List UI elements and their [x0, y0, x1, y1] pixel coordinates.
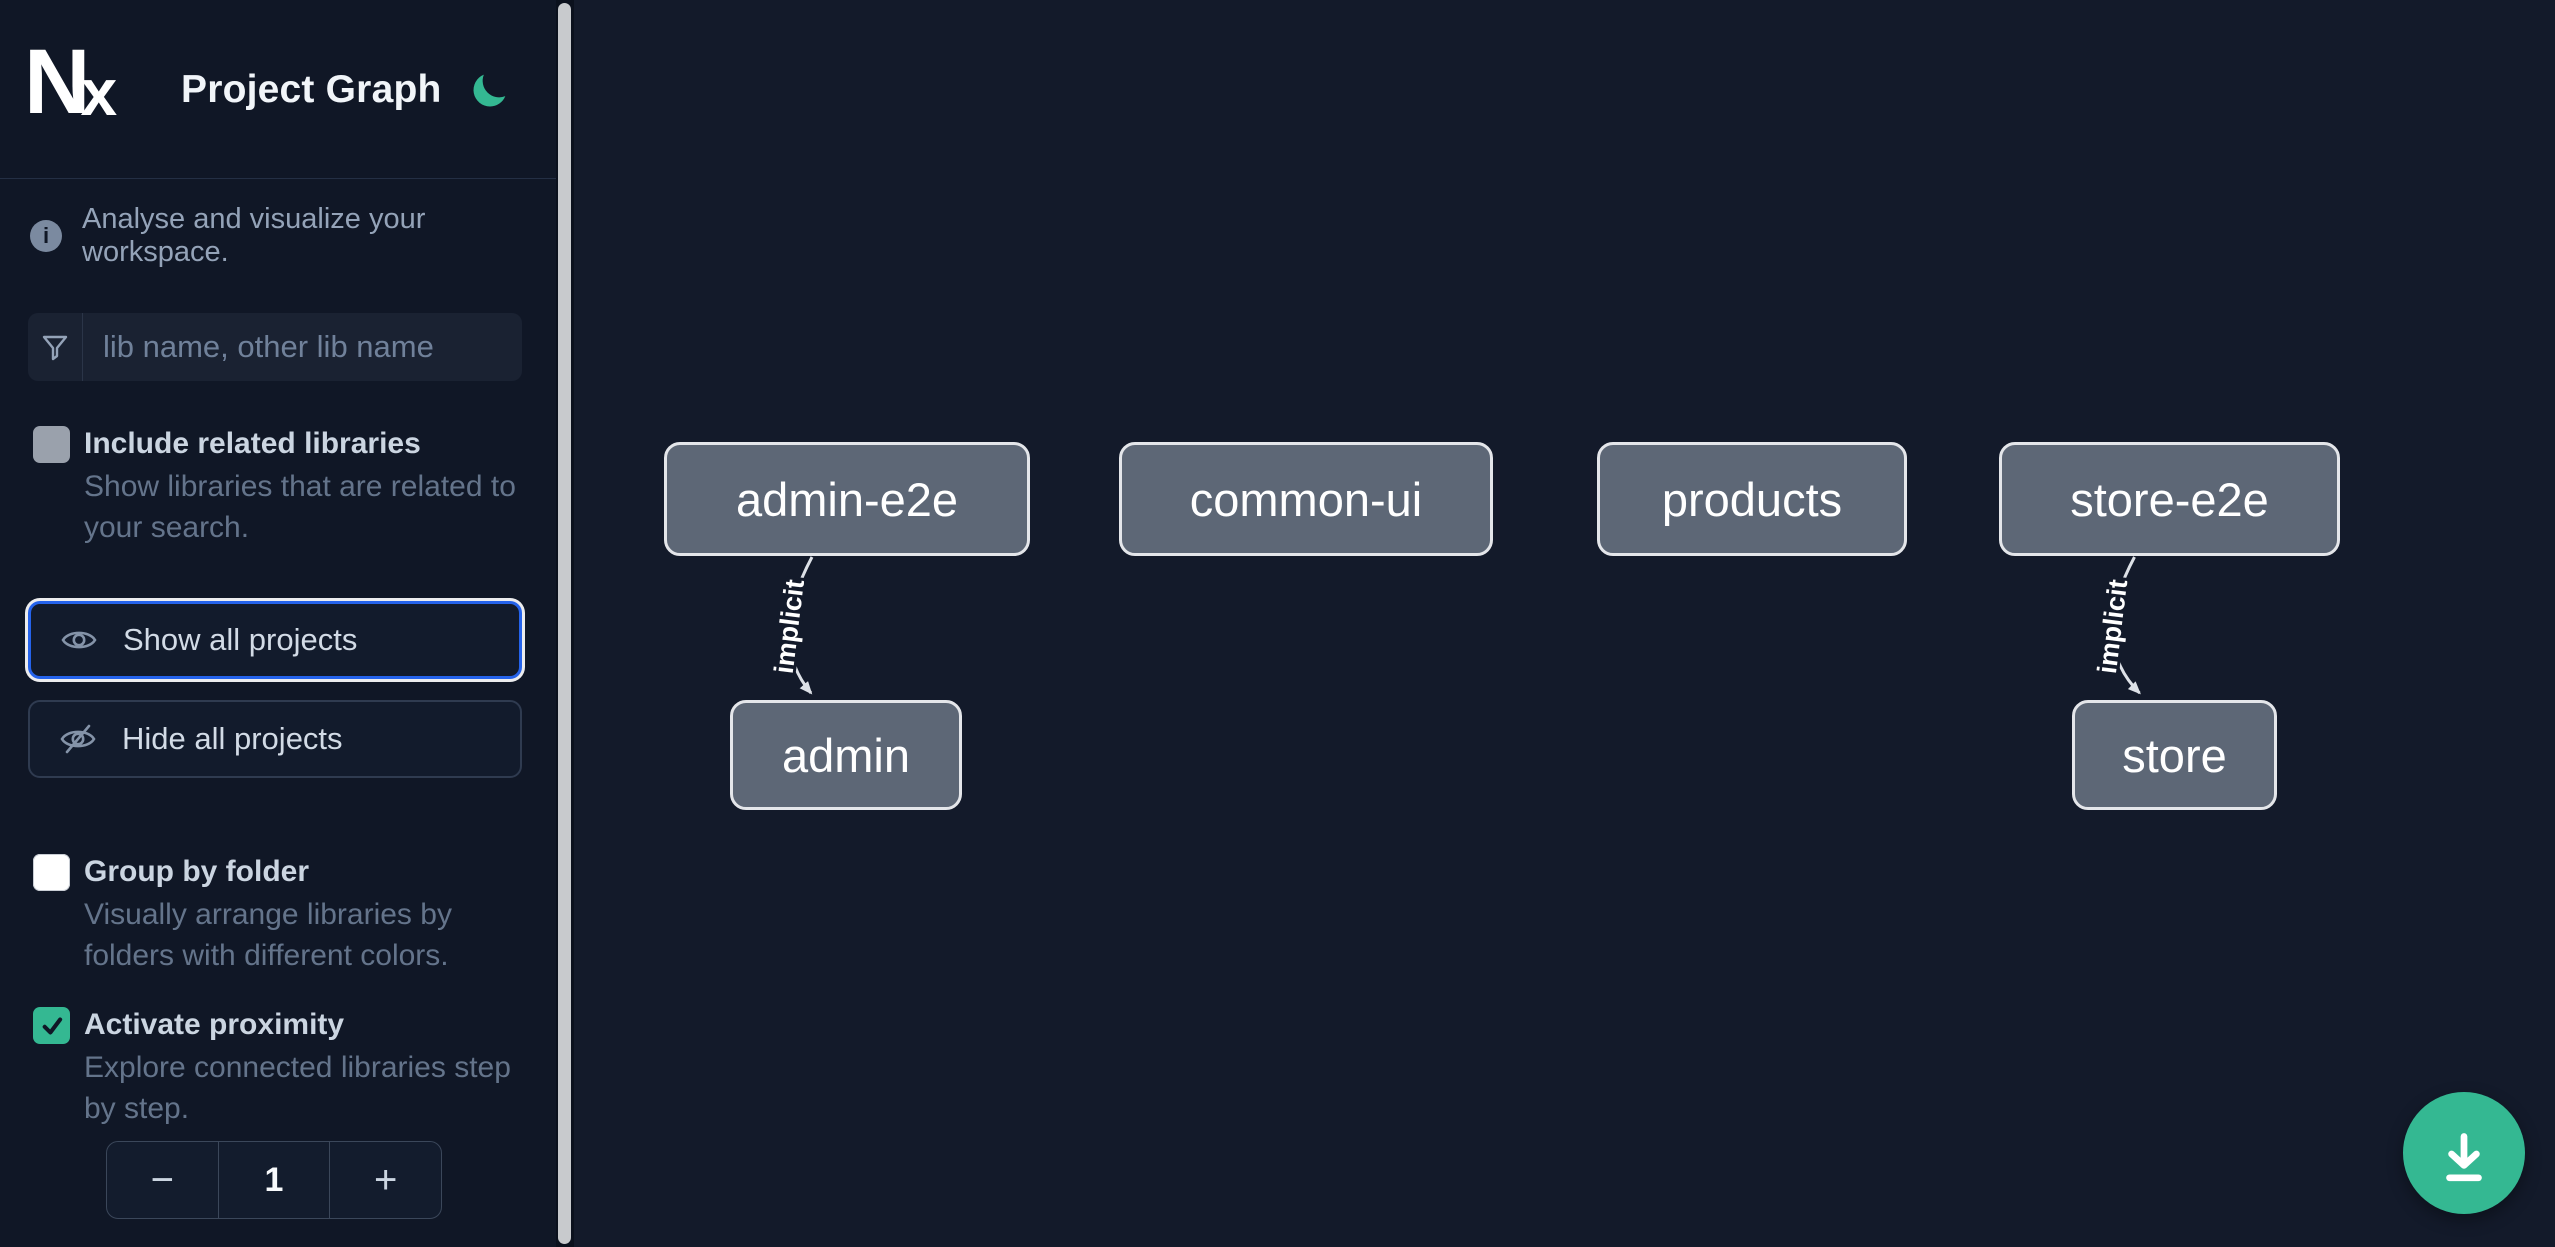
toggle-description: Explore connected libraries step by step… — [84, 1051, 511, 1125]
include-related-checkbox[interactable] — [33, 426, 70, 463]
graph-node-store-e2e[interactable]: store-e2e — [1999, 442, 2340, 556]
sidebar-scrollbar-thumb[interactable] — [558, 3, 571, 1244]
filter-search — [28, 313, 522, 381]
project-graph-canvas[interactable]: implicit implicit admin-e2e common-ui produ… — [574, 0, 2555, 1247]
checkmark-icon — [42, 1016, 62, 1035]
graph-node-products[interactable]: products — [1597, 442, 1907, 556]
nx-logo-x: x — [80, 55, 118, 129]
activate-proximity-checkbox[interactable] — [33, 1007, 70, 1044]
button-label: Show all projects — [123, 622, 358, 657]
hide-all-projects-button[interactable]: Hide all projects — [28, 700, 522, 778]
stepper-value-cell: 1 — [217, 1142, 330, 1218]
toggle-label: Activate proximity — [84, 1008, 345, 1041]
eye-off-icon — [58, 719, 98, 759]
toggle-label: Include related libraries — [84, 427, 421, 460]
group-by-folder-checkbox[interactable] — [33, 854, 70, 891]
show-all-projects-button[interactable]: Show all projects — [28, 601, 522, 679]
toggle-description: Visually arrange libraries by folders wi… — [84, 898, 452, 972]
toggle-label: Group by folder — [84, 855, 309, 888]
workspace-info: i Analyse and visualize your workspace. — [30, 203, 556, 269]
funnel-icon — [28, 313, 83, 381]
download-icon — [2446, 1133, 2482, 1182]
toggle-include-related: Include related libraries Show libraries… — [33, 424, 523, 548]
info-icon: i — [30, 220, 62, 252]
download-graph-button[interactable] — [2403, 1092, 2525, 1214]
edge-layer: implicit implicit — [766, 556, 2141, 695]
button-label: Hide all projects — [122, 721, 343, 756]
nx-logo-n: N — [24, 31, 90, 133]
graph-node-common-ui[interactable]: common-ui — [1119, 442, 1493, 556]
minus-icon: − — [150, 1157, 175, 1202]
dark-mode-toggle[interactable] — [468, 68, 512, 112]
edge-store-e2e-to-store[interactable] — [2111, 556, 2141, 695]
plus-icon: + — [374, 1157, 398, 1202]
page-title: Project Graph — [181, 67, 442, 111]
proximity-depth-stepper: − 1 + — [106, 1141, 442, 1219]
toggle-group-by-folder: Group by folder Visually arrange librari… — [33, 852, 523, 976]
toggle-activate-proximity: Activate proximity Explore connected lib… — [33, 1005, 523, 1129]
graph-node-admin-e2e[interactable]: admin-e2e — [664, 442, 1030, 556]
decrement-button[interactable]: − — [107, 1142, 218, 1218]
toggle-description: Show libraries that are related to your … — [84, 470, 516, 544]
moon-icon — [473, 74, 506, 107]
edge-admin-e2e-to-admin[interactable] — [787, 556, 814, 695]
search-input[interactable] — [83, 313, 522, 381]
edge-label: implicit — [2092, 578, 2133, 675]
sidebar-scrollbar — [556, 0, 574, 1247]
eye-icon — [59, 620, 99, 660]
graph-node-store[interactable]: store — [2072, 700, 2277, 810]
increment-button[interactable]: + — [329, 1142, 441, 1218]
edge-label: implicit — [769, 578, 810, 675]
stepper-value: 1 — [264, 1160, 284, 1199]
graph-node-admin[interactable]: admin — [730, 700, 962, 810]
info-text: Analyse and visualize your workspace. — [82, 203, 426, 268]
